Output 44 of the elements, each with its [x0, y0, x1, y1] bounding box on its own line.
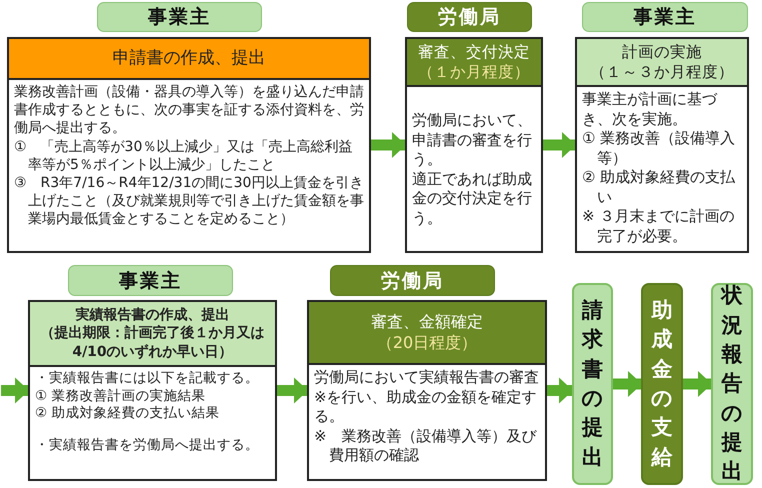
step-title: 計画の実施: [622, 42, 702, 62]
list-item: ※ ３月末までに計画の完了が必要。: [582, 207, 736, 246]
role-tab: 事業主: [68, 265, 233, 296]
body-text: ・実績報告書を労働局へ提出する。: [35, 436, 260, 454]
step-title: 申請書の作成、提出: [112, 47, 266, 70]
step-title: 実績報告書の作成、提出: [76, 306, 230, 324]
list-item: ② 助成対象経費の支払い: [582, 168, 736, 207]
step-title: 審査、金額確定: [371, 312, 483, 332]
step-duration: （１か月程度）: [418, 62, 530, 82]
step-duration: （提出期限：計画完了後１か月又は4/10のいずれか早い日）: [40, 324, 266, 361]
list-item: ※ 業務改善（設備導入等）及び費用額の確認: [314, 426, 538, 466]
arrow: [1, 378, 29, 404]
step-duration: （20日程度）: [376, 332, 478, 354]
step-box: 状況報告の提出: [711, 283, 753, 485]
step-box: 請求書の提出: [572, 283, 613, 485]
list-item: ① 「売上高等が30％以上減少」又は「売上高総利益率等が5％ポイント以上減少」したこと: [14, 138, 354, 174]
arrow: [613, 371, 642, 397]
body-text: 労働局において実績報告書の審査※を行い、助成金の金額を確定する。: [314, 368, 540, 426]
body-text: 事業主が計画に基づき、次を実施。: [582, 90, 718, 129]
body-text: 労働局において、申請書の審査を行う。: [412, 111, 533, 170]
step-box: [307, 300, 547, 481]
role-tab: 事業主: [582, 2, 748, 32]
arrow: [371, 132, 406, 158]
step-box: [7, 37, 371, 253]
arrow: [543, 132, 576, 158]
step-duration: （１～３か月程度）: [590, 62, 734, 82]
list-item: ③ R3年7/16～R4年12/31の間に30円以上賃金を引き上げたこと（及び就業規則等で引き上げた賃金額を事業場内最低賃金とすることを定めること）: [14, 174, 364, 228]
body-text: 業務改善計画（設備・器具の導入等）を盛り込んだ申請書作成するとともに、次の事実を証する添付資料を、労働局へ提出する。: [14, 83, 364, 138]
role-tab: 労働局: [330, 265, 495, 296]
arrow: [683, 371, 712, 397]
body-text: ・実績報告書には以下を記載する。: [35, 370, 260, 388]
role-tab: 事業主: [97, 2, 262, 32]
arrow: [277, 378, 308, 404]
list-item: ② 助成対象経費の支払い結果: [35, 405, 220, 423]
role-tab: 労働局: [407, 2, 532, 32]
step-box: [575, 37, 749, 253]
list-item: ① 業務改善計画の実施結果: [35, 388, 206, 406]
step-box: [405, 37, 543, 253]
step-title: 審査、交付決定: [418, 42, 530, 62]
body-text: 適正であれば助成金の交付決定を行う。: [412, 170, 533, 228]
arrow: [547, 378, 573, 404]
list-item: ① 業務改善（設備導入等）: [582, 129, 736, 168]
step-box: 助成金の支給: [641, 283, 683, 485]
step-box: [28, 300, 277, 481]
